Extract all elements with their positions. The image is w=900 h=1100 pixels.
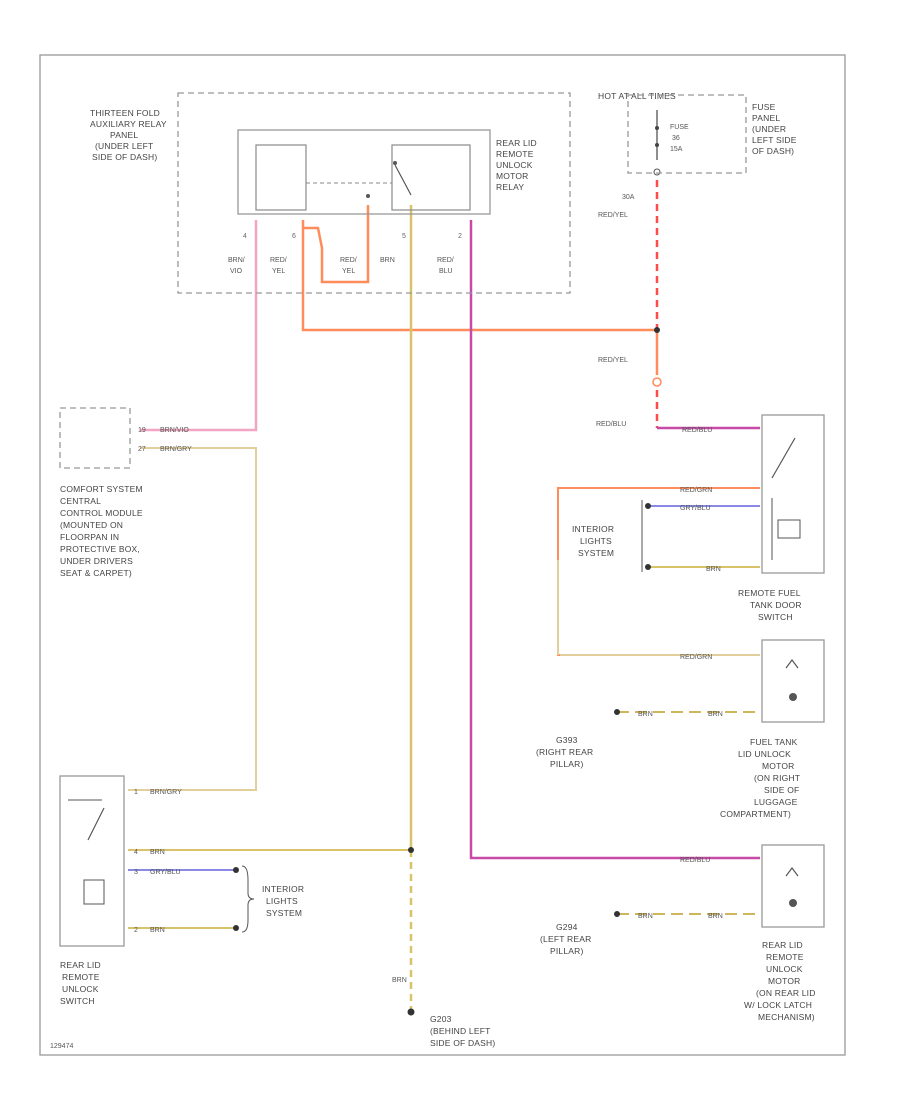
- fuse-label: FUSE 36 15A: [670, 124, 691, 153]
- g294-label: G294 (LEFT REAR PILLAR): [540, 922, 594, 956]
- rear-switch-lamp-icon: [83, 879, 105, 905]
- fuse-icon: [655, 126, 659, 130]
- relay-pin: 5: [402, 233, 406, 240]
- corner-code: 129474: [50, 1043, 73, 1050]
- relay-wire-label: BRN/VIO: [228, 257, 245, 275]
- comfort-module-box: [59, 407, 131, 469]
- wire-red-yel-loop: [303, 205, 370, 284]
- hot-at-all-times-label: HOT AT ALL TIMES: [598, 91, 676, 101]
- g393-label: G393 (RIGHT REAR PILLAR): [536, 735, 596, 769]
- fuel-motor-icon: [789, 693, 797, 701]
- g393-ground-icon: [614, 709, 620, 715]
- rear-switch-wire-label: BRN: [150, 849, 165, 856]
- fuse-connector: [653, 168, 661, 176]
- wire-red-grn: [557, 487, 760, 656]
- interior-lights-right-label: INTERIOR LIGHTS SYSTEM: [572, 524, 617, 558]
- fuel-door-switch-label: REMOTE FUEL TANK DOOR SWITCH: [738, 588, 804, 622]
- fuse-pin-label: 30A: [622, 194, 635, 201]
- wire-brn-gry: [128, 447, 257, 791]
- fuse-panel-label: FUSE PANEL (UNDER LEFT SIDE OF DASH): [752, 102, 799, 156]
- rear-motor-wire-label: BRN: [708, 913, 723, 920]
- rear-switch-pin: 2: [134, 927, 138, 934]
- ground-splice-dot: [408, 847, 414, 853]
- g203-ground-icon: [407, 1008, 415, 1016]
- relay-wire-label: BRN: [380, 257, 395, 264]
- rear-switch-wire-label: GRY/BLU: [150, 869, 181, 876]
- fuel-door-wire-label: GRY/BLU: [680, 505, 711, 512]
- lights-right-arrow-icon: [645, 503, 651, 509]
- fuel-door-switch-box: [761, 414, 825, 574]
- g294-ground-icon: [614, 911, 620, 917]
- fuel-motor-wire-label: RED/GRN: [680, 654, 712, 661]
- fuse-wire-label: RED/YEL: [598, 212, 628, 219]
- wire-brn-vio: [140, 220, 258, 432]
- rear-lid-motor-icon: [789, 899, 797, 907]
- diagram-frame: [39, 54, 846, 1056]
- relay-switch-icon: [394, 164, 412, 196]
- fuse-panel-outline: [627, 94, 747, 174]
- rear-lid-motor-label: REAR LID REMOTE UNLOCK MOTOR (ON REAR LI…: [744, 940, 818, 1022]
- splice-dot: [654, 327, 660, 333]
- fuel-motor-wire-label: BRN: [638, 711, 653, 718]
- relay-pin: 4: [243, 233, 247, 240]
- lights-left-arrow-icon: [233, 867, 239, 873]
- red-blu-label: RED/BLU: [596, 421, 626, 428]
- relay-contact-dot: [393, 161, 397, 165]
- relay-wire-label: RED/BLU: [437, 257, 454, 275]
- relay-contact-box: [391, 144, 471, 211]
- relay-coil: [255, 144, 307, 211]
- comfort-pin: 27: [138, 446, 146, 453]
- wire-red-yel-bus: [301, 220, 657, 332]
- comfort-module-label: COMFORT SYSTEM CENTRAL CONTROL MODULE (M…: [60, 484, 145, 578]
- comfort-pin: 19: [138, 427, 146, 434]
- rear-switch-pin: 1: [134, 789, 138, 796]
- comfort-wire-label: BRN/VIO: [160, 427, 189, 434]
- fuel-motor-icon: [785, 659, 799, 669]
- lights-left-bracket: [241, 865, 255, 933]
- rear-switch-pin: 4: [134, 849, 138, 856]
- comfort-wire-label: BRN/GRY: [160, 446, 192, 453]
- inline-connector: [652, 377, 662, 387]
- relay-panel-label: THIRTEEN FOLD AUXILIARY RELAY PANEL (UND…: [90, 108, 169, 162]
- rear-switch-box: [59, 775, 125, 947]
- rear-switch-icon: [87, 807, 105, 841]
- rear-switch-label: REAR LID REMOTE UNLOCK SWITCH: [60, 960, 103, 1006]
- fuel-door-wire-label: BRN: [706, 566, 721, 573]
- rear-lid-motor-box: [761, 844, 825, 928]
- lights-left-arrow-icon: [233, 925, 239, 931]
- lights-right-arrow-icon: [645, 564, 651, 570]
- relay-wire-label: RED/YEL: [270, 257, 287, 275]
- relay-contact-dot: [366, 194, 370, 198]
- fuel-door-lamp-icon: [777, 519, 801, 539]
- interior-lights-left-label: INTERIOR LIGHTS SYSTEM: [262, 884, 307, 918]
- fuel-door-wire-label: RED/BLU: [682, 427, 712, 434]
- splice-wire-label: RED/YEL: [598, 357, 628, 364]
- fuel-door-switch-icon: [771, 437, 796, 479]
- fuel-motor-wire-label: BRN: [708, 711, 723, 718]
- wire-red-blu-motor: [469, 220, 760, 860]
- rear-motor-wire-label: BRN: [638, 913, 653, 920]
- rear-switch-wire-label: BRN/GRY: [150, 789, 182, 796]
- fuel-door-wire-label: RED/GRN: [680, 487, 712, 494]
- relay-pin: 2: [458, 233, 462, 240]
- relay-label: REAR LID REMOTE UNLOCK MOTOR RELAY: [496, 138, 539, 192]
- fuel-motor-box: [761, 639, 825, 723]
- g203-label: G203 (BEHIND LEFT SIDE OF DASH): [430, 1014, 495, 1048]
- rear-lid-motor-icon: [785, 867, 799, 877]
- relay-box: [237, 129, 491, 215]
- relay-pin: 6: [292, 233, 296, 240]
- fuse-icon: [655, 143, 659, 147]
- fuel-motor-label: FUEL TANK LID UNLOCK MOTOR (ON RIGHT SID…: [720, 737, 803, 819]
- rear-switch-pin: 3: [134, 869, 138, 876]
- rear-motor-wire-label: RED/BLU: [680, 857, 710, 864]
- relay-wire-label: RED/YEL: [340, 257, 357, 275]
- relay-panel-outline: [177, 92, 571, 294]
- ground-wire-label: BRN: [392, 977, 407, 984]
- rear-switch-wire-label: BRN: [150, 927, 165, 934]
